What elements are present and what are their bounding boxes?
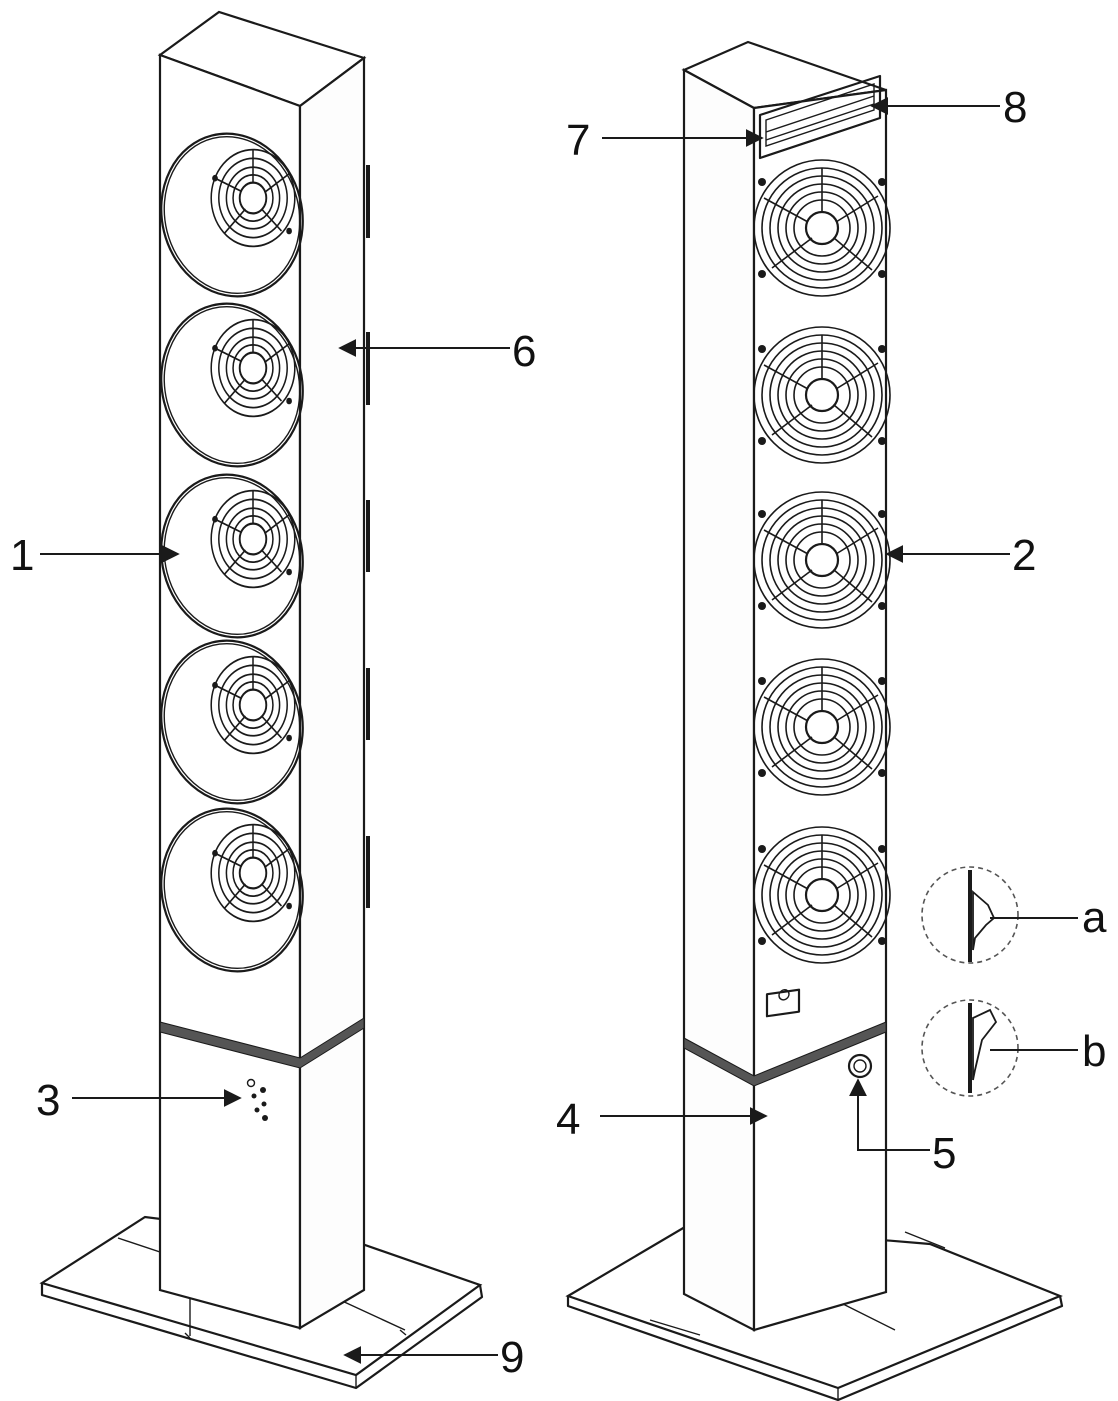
callout-labels: 1 2 3 4 5 6 7 8 9 a b — [10, 83, 1107, 1382]
button-cluster — [246, 1078, 268, 1121]
right-tower — [565, 40, 1064, 1401]
label-9: 9 — [500, 1333, 524, 1382]
label-2: 2 — [1012, 531, 1036, 580]
label-6: 6 — [512, 327, 536, 376]
label-a: a — [1082, 893, 1107, 942]
label-b: b — [1082, 1027, 1106, 1076]
leader-lines — [40, 97, 1078, 1364]
label-8: 8 — [1003, 83, 1027, 132]
left-fan-5 — [160, 807, 304, 973]
power-switch — [765, 988, 801, 1018]
left-fan-3 — [160, 473, 304, 639]
detail-a — [921, 866, 1019, 964]
label-3: 3 — [36, 1076, 60, 1125]
left-side-face — [298, 55, 366, 1330]
left-front-face — [158, 53, 302, 1330]
label-1: 1 — [10, 531, 34, 580]
detail-b — [921, 999, 1019, 1097]
label-5: 5 — [932, 1129, 956, 1178]
left-fan-4 — [160, 639, 304, 805]
right-side-face — [682, 68, 756, 1332]
left-fan-2 — [160, 302, 304, 468]
label-4: 4 — [556, 1095, 580, 1144]
control-knob — [847, 1053, 873, 1079]
left-tower — [39, 10, 484, 1390]
label-7: 7 — [566, 116, 590, 165]
left-fan-1 — [160, 132, 304, 298]
